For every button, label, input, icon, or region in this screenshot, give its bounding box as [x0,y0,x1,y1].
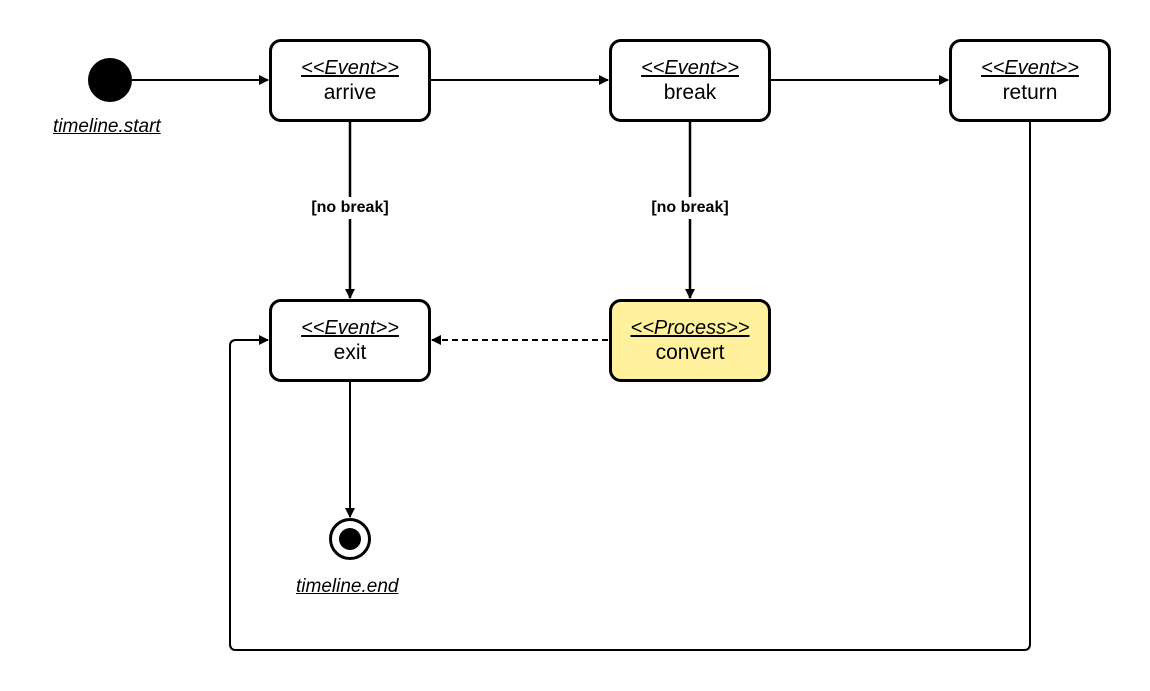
start-caption: timeline.start [53,116,161,137]
node-return-label: return [1002,80,1058,104]
edge-return-to-exit [229,121,1031,651]
node-exit-stereotype: <<Event>> [301,316,399,339]
node-break-label: break [663,80,717,104]
node-arrive[interactable]: <<Event>> arrive [269,39,431,122]
node-convert-stereotype: <<Process>> [630,316,750,339]
node-break-stereotype: <<Event>> [641,56,739,79]
node-arrive-stereotype: <<Event>> [301,56,399,79]
guard-break-to-convert: [no break] [649,197,731,219]
node-convert-label: convert [655,340,725,364]
guard-arrive-to-exit: [no break] [309,197,391,219]
node-exit-label: exit [333,340,367,364]
node-return[interactable]: <<Event>> return [949,39,1111,122]
node-break[interactable]: <<Event>> break [609,39,771,122]
node-arrive-label: arrive [323,80,377,104]
end-caption: timeline.end [296,576,399,597]
final-state [329,518,371,560]
final-state-core [339,528,361,550]
node-convert[interactable]: <<Process>> convert [609,299,771,382]
initial-state [88,58,132,102]
node-exit[interactable]: <<Event>> exit [269,299,431,382]
node-return-stereotype: <<Event>> [981,56,1079,79]
